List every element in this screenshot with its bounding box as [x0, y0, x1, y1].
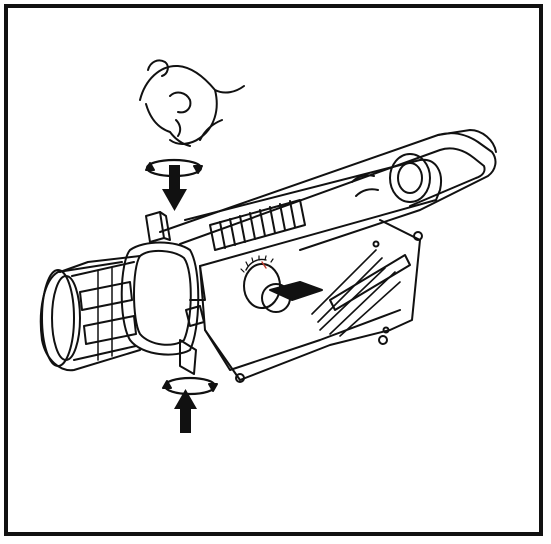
down-arrow-icon [162, 165, 187, 211]
up-arrow-icon [174, 389, 197, 433]
hand-icon [139, 59, 245, 147]
profile-spotlight-icon [39, 129, 497, 383]
bottom-rotate-arrow-icon [162, 376, 218, 396]
